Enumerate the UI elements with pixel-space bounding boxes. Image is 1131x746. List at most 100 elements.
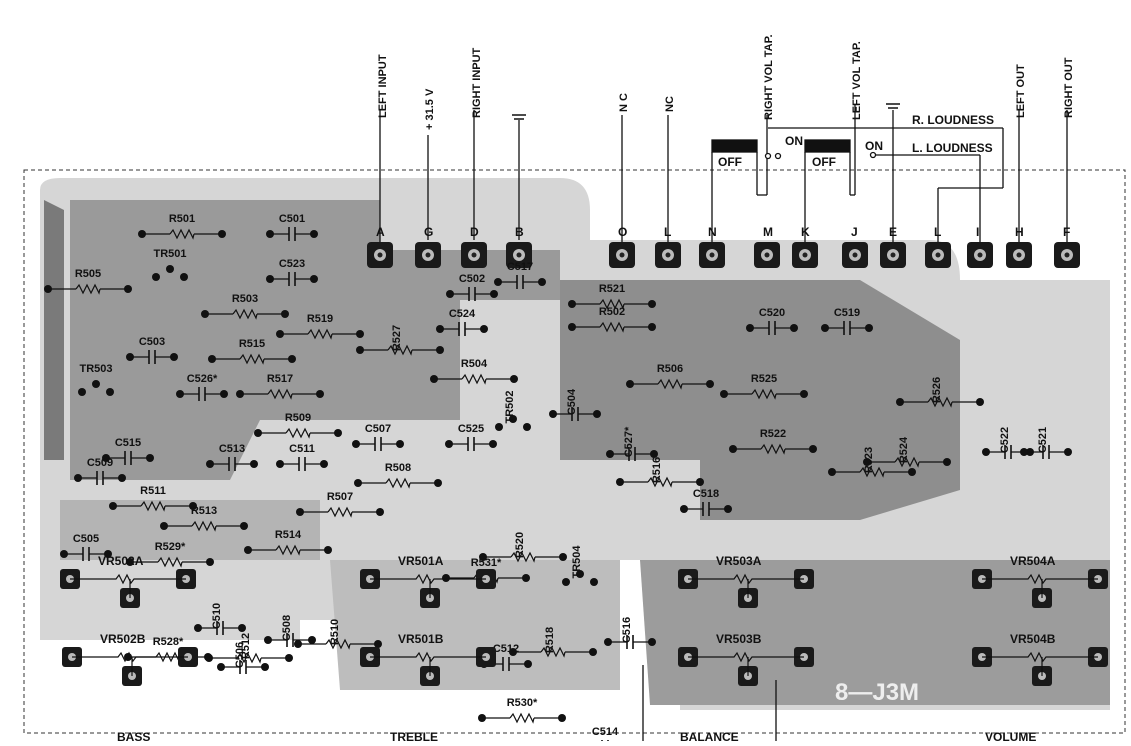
terminal-pad-n: N <box>699 225 725 268</box>
component-ref: R505 <box>75 268 101 280</box>
component-c502: C502 <box>446 273 498 301</box>
terminal-pad-k: K <box>792 225 818 268</box>
pot-vr501b: VR501B <box>360 632 496 686</box>
component-r508: R508 <box>354 462 442 489</box>
component-ref: C522 <box>999 427 1011 453</box>
terminal-letter: O <box>618 225 627 239</box>
component-c523: C523 <box>266 258 318 286</box>
component-r525: R525 <box>720 373 808 400</box>
component-ref: TR501 <box>153 248 186 260</box>
ground-symbol <box>512 103 900 120</box>
label-right-out: RIGHT OUT <box>1063 57 1075 118</box>
component-ref: R514 <box>275 529 302 541</box>
label-left-out: LEFT OUT <box>1015 64 1027 118</box>
pot-ref: VR501A <box>398 554 444 568</box>
component-ref: R512 <box>240 633 252 659</box>
component-r502: R502 <box>568 306 656 333</box>
pot-ref: VR504A <box>1010 554 1056 568</box>
terminal-letter: A <box>376 225 385 239</box>
component-r520: R520 <box>479 532 567 563</box>
l-loudness-label: L. LOUDNESS <box>912 141 993 155</box>
component-ref: C519 <box>834 307 860 319</box>
component-ref: R525 <box>751 373 777 385</box>
component-ref: C503 <box>139 336 165 348</box>
component-ref: R509 <box>285 412 311 424</box>
switch-on-left: ON <box>865 139 883 153</box>
pot-vr502a: VR502A <box>60 554 196 608</box>
component-ref: R519 <box>307 313 333 325</box>
component-c501: C501 <box>266 213 318 241</box>
component-ref: R516 <box>651 457 663 483</box>
component-r519: R519 <box>276 313 364 340</box>
terminal-letter: E <box>889 225 897 239</box>
terminal-pad-j: J <box>842 225 868 268</box>
component-ref: C510 <box>211 603 223 629</box>
terminal-pad-b: B <box>506 225 532 268</box>
component-ref: R507 <box>327 491 353 503</box>
terminal-letter: B <box>515 225 524 239</box>
switch-off-right: OFF <box>718 155 742 169</box>
component-ref: TR504 <box>571 545 583 579</box>
terminal-pad-o: O <box>609 225 635 268</box>
component-ref: R515 <box>239 338 265 350</box>
component-r522: R522 <box>729 428 817 455</box>
component-ref: C523 <box>279 258 305 270</box>
terminal-letter: L <box>934 225 941 239</box>
pot-vr501a: VR501A <box>360 554 496 608</box>
component-ref: R508 <box>385 462 411 474</box>
potentiometers: VR502AVR502BVR501AVR501BVR503AVR503BVR50… <box>60 554 1108 686</box>
terminal-letter: I <box>976 225 979 239</box>
component-ref: R506 <box>657 363 683 375</box>
terminal-letter: G <box>424 225 433 239</box>
component-ref: R513 <box>191 505 217 517</box>
label-right-vol-tap: RIGHT VOL TAP. <box>763 34 775 120</box>
label-supply: + 31.5 V <box>424 88 436 130</box>
terminal-pad-f: F <box>1054 225 1080 268</box>
component-r509: R509 <box>254 412 342 439</box>
terminal-letter: H <box>1015 225 1024 239</box>
terminal-letter: N <box>708 225 717 239</box>
component-r526: R526 <box>896 377 984 408</box>
component-ref: R524 <box>898 436 910 463</box>
section-labels: BASS TREBLE BALANCE VOLUME <box>117 730 1036 744</box>
balance-bracket <box>642 665 777 741</box>
label-nc-2: NC <box>664 96 676 112</box>
component-c503: C503 <box>126 336 178 364</box>
switch-off-left: OFF <box>812 155 836 169</box>
label-treble: TREBLE <box>390 730 438 741</box>
component-r507: R507 <box>296 491 384 518</box>
component-tr501: TR501 <box>152 248 188 281</box>
terminal-pad-h: H <box>1006 225 1032 268</box>
component-tr502: TR502 <box>495 390 531 431</box>
component-r505: R505 <box>44 268 132 295</box>
component-ref: R517 <box>267 373 293 385</box>
label-nc-1: N C <box>618 93 630 112</box>
component-ref: C508 <box>281 615 293 641</box>
terminal-pad-m: M <box>754 225 780 268</box>
component-c507: C507 <box>352 423 404 451</box>
component-r513: R513 <box>160 505 248 532</box>
component-ref: R528* <box>153 636 184 648</box>
terminal-pad-a: A <box>367 225 393 268</box>
component-ref: C520 <box>759 307 785 319</box>
terminal-letter: L <box>664 225 671 239</box>
component-c516: C516 <box>604 617 656 649</box>
component-ref: R501 <box>169 213 195 225</box>
pot-vr504b: VR504B <box>972 632 1108 686</box>
component-c526: C526* <box>176 373 228 401</box>
component-ref: C516 <box>621 617 633 643</box>
component-r506: R506 <box>626 363 714 390</box>
component-ref: R518 <box>544 627 556 653</box>
component-r516: R516 <box>616 457 704 488</box>
component-r524: R524 <box>863 436 951 468</box>
component-ref: C511 <box>289 443 315 455</box>
component-c517: C517 <box>494 261 546 289</box>
switch-on-right: ON <box>785 134 803 148</box>
component-ref: R522 <box>760 428 786 440</box>
component-c515: C515 <box>102 437 154 465</box>
pot-ref: VR502B <box>100 632 146 646</box>
component-c527: C527* <box>606 426 658 461</box>
label-left-input: LEFT INPUT <box>377 54 389 118</box>
